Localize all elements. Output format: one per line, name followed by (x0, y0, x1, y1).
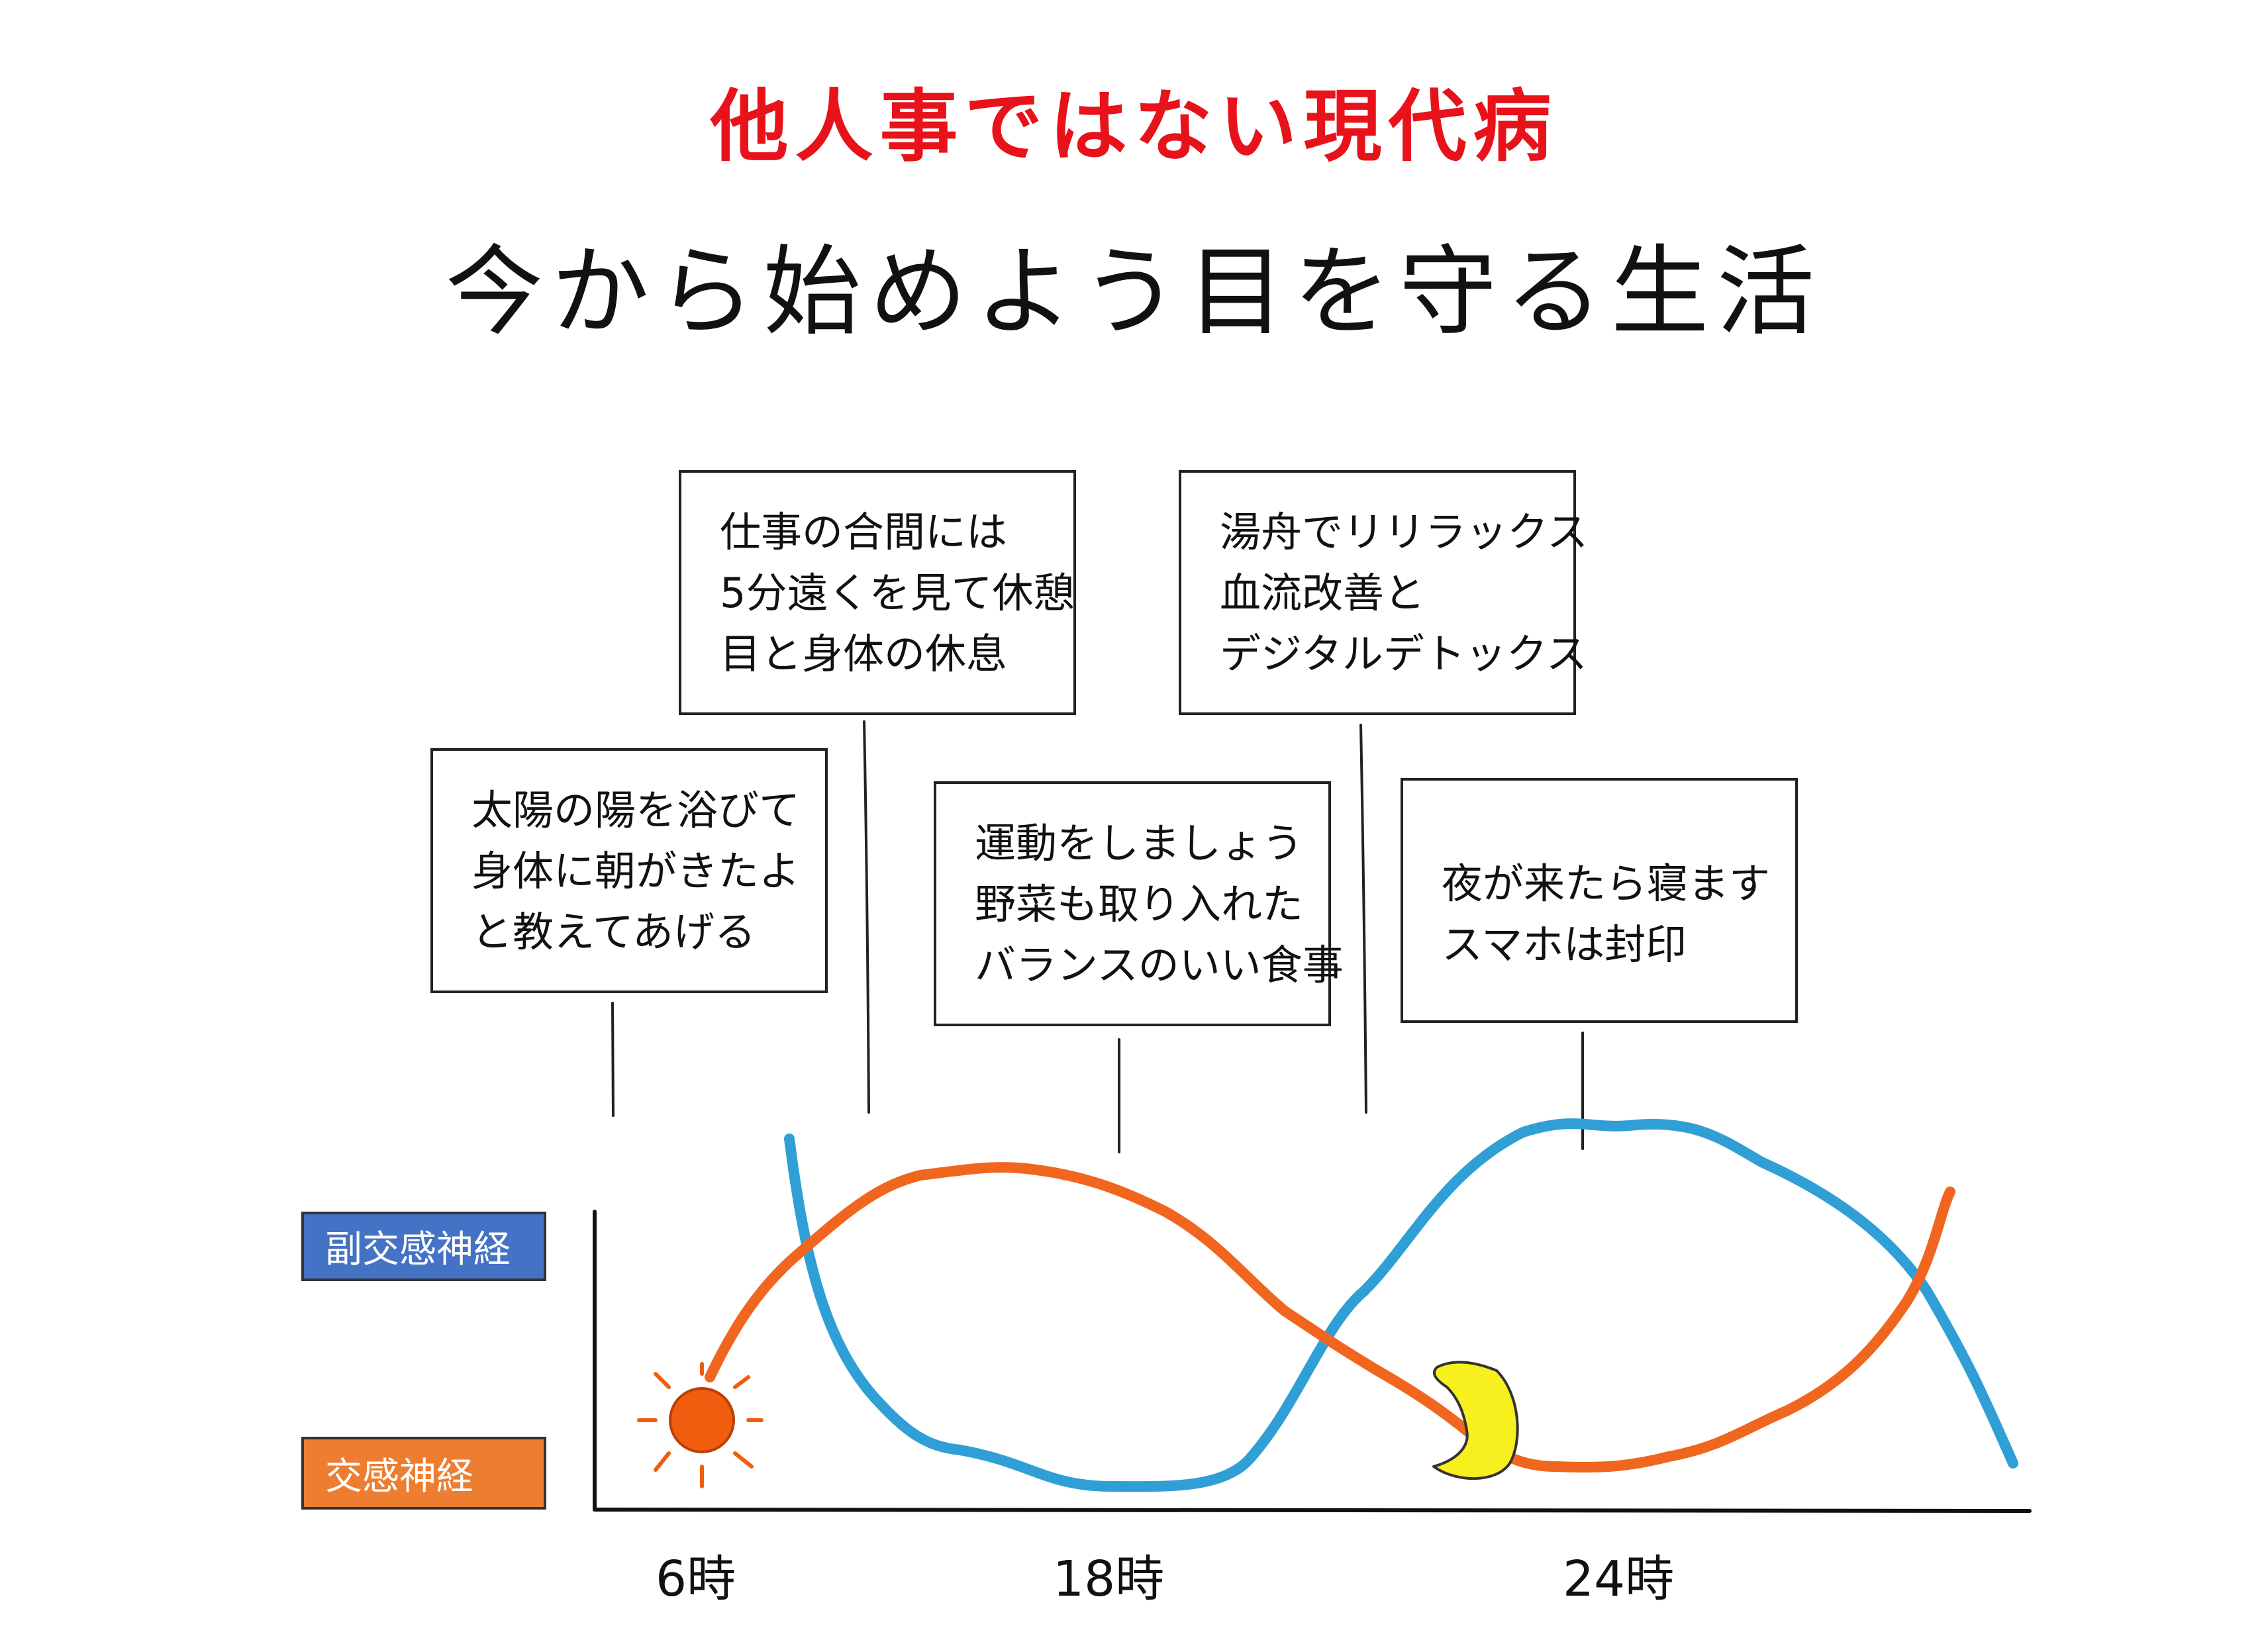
x-axis (593, 1508, 2032, 1513)
moon-icon (1432, 1361, 1519, 1480)
legend-parasympathetic: 副交感神経 (301, 1212, 546, 1281)
callout-line: 血流改善と (1220, 569, 1426, 617)
callout-line: デジタルデトックス (1220, 630, 1587, 678)
callout-line: と教えてあげる (471, 908, 756, 956)
callout-line: 湯舟でリリラックス (1220, 508, 1589, 556)
callout-line: 夜が来たら寝ます (1442, 859, 1771, 908)
parasympathetic-curve (784, 1118, 2018, 1492)
sun-icon (637, 1362, 764, 1488)
page-title: 今から始めよう目を守る生活 (445, 235, 1823, 349)
callout-sunlight: 太陽の陽を浴びて 身体に朝がきたよ と教えてあげる (430, 748, 828, 993)
legend-sympathetic-label: 交感神経 (325, 1455, 473, 1498)
x-label-6: 6時 (656, 1551, 736, 1608)
sympathetic-curve (705, 1162, 1955, 1473)
legend-sympathetic: 交感神経 (301, 1437, 546, 1510)
callout-line: 運動をしましょう (975, 819, 1304, 867)
connector-line (1359, 724, 1367, 1114)
x-label-18: 18時 (1053, 1551, 1165, 1608)
callout-line: バランスのいい食事 (975, 941, 1344, 989)
callout-work-break: 仕事の合間には 5分遠くを見て休憩 目と身体の休息 (679, 470, 1076, 715)
callout-sleep: 夜が来たら寝ます スマホは封印 (1401, 778, 1798, 1023)
callout-bath: 湯舟でリリラックス 血流改善と デジタルデトックス (1179, 470, 1589, 715)
callout-line: 身体に朝がきたよ (471, 847, 801, 895)
legend-parasympathetic-label: 副交感神経 (325, 1228, 511, 1271)
callout-line: スマホは封印 (1442, 920, 1687, 969)
callout-line: 太陽の陽を浴びて (471, 786, 801, 834)
callout-line: 目と身体の休息 (720, 630, 1008, 678)
x-label-24: 24時 (1563, 1551, 1675, 1608)
callout-line: 野菜も取り入れた (975, 880, 1304, 928)
callout-line: 5分遠くを見て休憩 (720, 569, 1075, 617)
connector-line (863, 720, 870, 1114)
callout-exercise: 運動をしましょう 野菜も取り入れた バランスのいい食事 (934, 781, 1344, 1026)
subtitle: 他人事ではない現代病 (710, 81, 1558, 172)
callout-line: 仕事の合間には (720, 508, 1008, 556)
